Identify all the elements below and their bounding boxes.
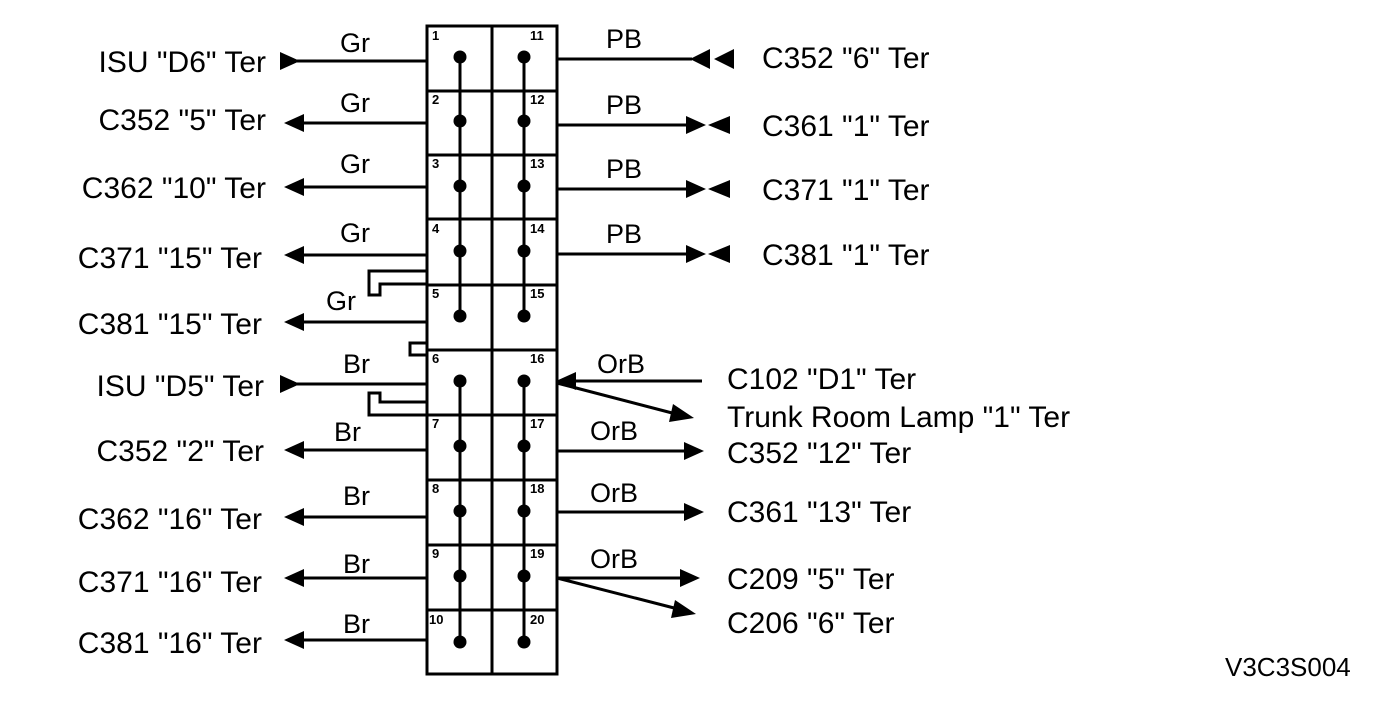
pin-number: 15 <box>530 286 544 301</box>
wire-color-label: PB <box>606 90 642 120</box>
diagram-code: V3C3S004 <box>1225 652 1351 682</box>
terminal-label: ISU "D5" Ter <box>97 370 264 403</box>
terminal-label: C206 "6" Ter <box>727 607 895 640</box>
wire-color-label: OrB <box>590 416 638 446</box>
pin-number: 16 <box>530 351 544 366</box>
pin-number: 9 <box>432 546 439 561</box>
pin-number: 13 <box>530 156 544 171</box>
left-wire-colors: Gr Gr Gr Gr Gr Br Br Br Br Br <box>326 28 370 639</box>
left-labels: ISU "D6" Ter C352 "5" Ter C362 "10" Ter … <box>78 46 266 660</box>
wire-color-label: Br <box>343 481 370 511</box>
terminal-label: C381 "15" Ter <box>78 308 262 341</box>
terminal-label: C361 "13" Ter <box>727 496 911 529</box>
pin-number: 8 <box>432 481 439 496</box>
terminal-label: C371 "15" Ter <box>78 242 262 275</box>
pin-number: 3 <box>432 156 439 171</box>
terminal-label: C361 "1" Ter <box>762 110 930 143</box>
terminal-label: ISU "D6" Ter <box>99 46 266 79</box>
connector-block: 1 2 3 4 5 6 7 8 9 10 11 12 13 14 15 16 1… <box>425 24 559 676</box>
pin-number: 11 <box>530 28 544 43</box>
terminal-label: C209 "5" Ter <box>727 563 895 596</box>
terminal-label: C352 "5" Ter <box>98 104 266 137</box>
pin-number: 4 <box>432 221 440 236</box>
wire-color-label: OrB <box>590 544 638 574</box>
wire-color-label: OrB <box>597 349 645 379</box>
pin-number: 7 <box>432 416 439 431</box>
terminal-label: C352 "6" Ter <box>762 42 930 75</box>
wire-color-label: Br <box>343 349 370 379</box>
terminal-label: Trunk Room Lamp "1" Ter <box>727 401 1070 434</box>
pin-number: 20 <box>530 612 544 627</box>
wire-color-label: Gr <box>340 218 370 248</box>
terminal-label: C371 "1" Ter <box>762 174 930 207</box>
pin-number: 5 <box>432 286 439 301</box>
wire-color-label: Gr <box>340 149 370 179</box>
pin-number: 2 <box>432 92 439 107</box>
wire-color-label: Br <box>343 609 370 639</box>
wire-color-label: PB <box>606 24 642 54</box>
pin-number: 17 <box>530 416 544 431</box>
right-labels: C352 "6" Ter C361 "1" Ter C371 "1" Ter C… <box>727 42 1070 640</box>
pin-number: 12 <box>530 92 544 107</box>
terminal-label: C371 "16" Ter <box>78 566 262 599</box>
terminal-label: C352 "12" Ter <box>727 437 911 470</box>
terminal-label: C362 "16" Ter <box>78 503 262 536</box>
terminal-label: C102 "D1" Ter <box>727 363 916 396</box>
wire-color-label: Gr <box>340 88 370 118</box>
wire-color-label: Br <box>343 549 370 579</box>
wire-color-label: OrB <box>590 478 638 508</box>
pin-number: 14 <box>530 221 545 236</box>
pin-number: 19 <box>530 546 544 561</box>
wire-color-label: Gr <box>340 28 370 58</box>
pin-number: 18 <box>530 481 544 496</box>
terminal-label: C352 "2" Ter <box>96 435 264 468</box>
wire-color-label: Gr <box>326 286 356 316</box>
pin-number: 6 <box>432 351 439 366</box>
right-wires <box>556 49 734 618</box>
terminal-label: C381 "16" Ter <box>78 627 262 660</box>
left-wires <box>280 52 427 649</box>
terminal-label: C362 "10" Ter <box>82 172 266 205</box>
wire-color-label: Br <box>334 417 361 447</box>
terminal-label: C381 "1" Ter <box>762 239 930 272</box>
pin-number: 10 <box>429 612 443 627</box>
wire-color-label: PB <box>606 219 642 249</box>
right-wire-colors: PB PB PB PB OrB OrB OrB OrB <box>590 24 645 574</box>
pin-number: 1 <box>432 28 439 43</box>
wire-color-label: PB <box>606 154 642 184</box>
